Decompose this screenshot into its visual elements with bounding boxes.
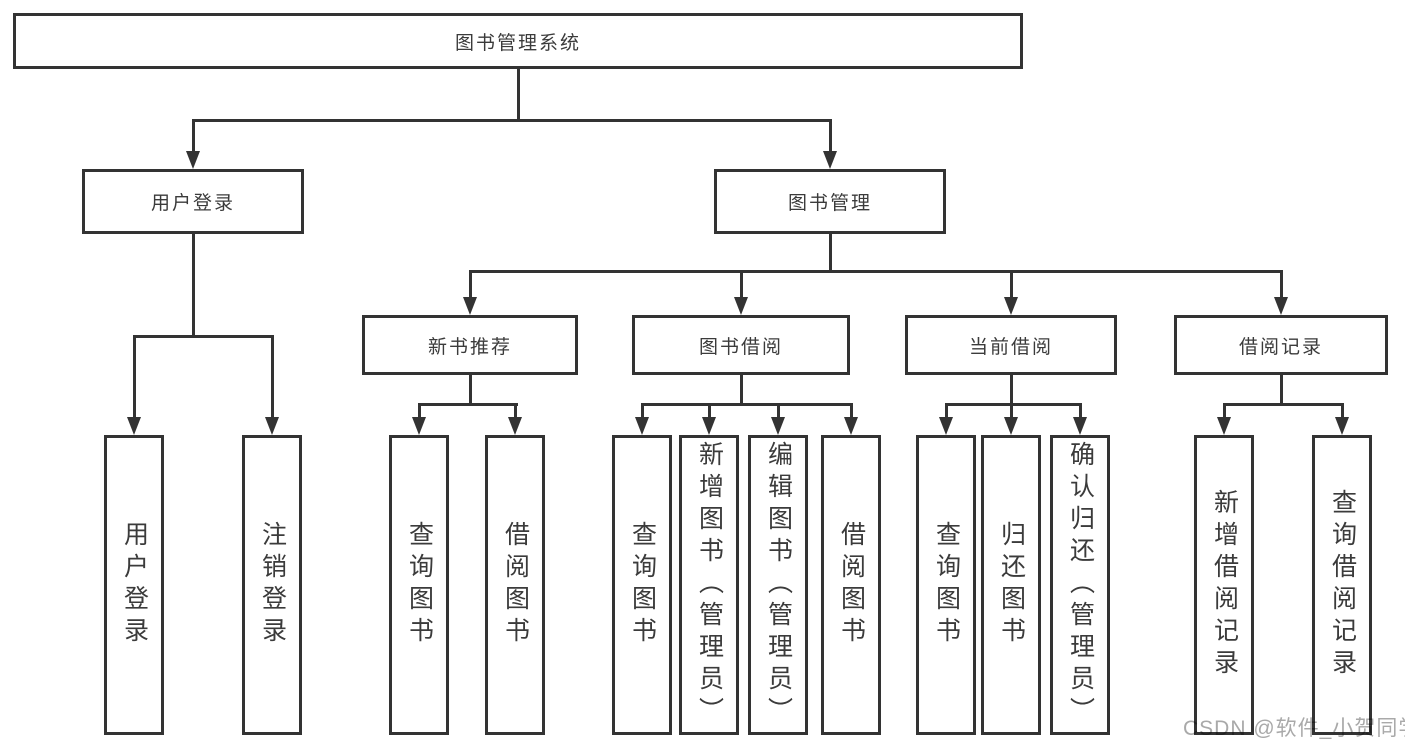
connector-g4-drop3 — [1078, 403, 1082, 419]
arrow-down-icon — [1274, 297, 1288, 315]
node-label: 图书管理系统 — [454, 32, 581, 54]
arrow-down-icon — [463, 297, 477, 315]
arrow-down-icon — [635, 417, 649, 435]
connector-drop-user-login — [191, 119, 195, 153]
connector-g2-drop1 — [417, 403, 421, 419]
connector-g4-stem — [1009, 375, 1013, 406]
node-borrowing-records: 借阅记录 — [1174, 315, 1388, 375]
connector-g4-drop1 — [944, 403, 948, 419]
node-label: 图书管理 — [787, 193, 872, 214]
node-current-borrowing: 当前借阅 — [905, 315, 1117, 375]
leaf-label: 归还图书 — [997, 521, 1026, 649]
connector-userlogin-hline — [132, 335, 274, 338]
node-library-management-system: 图书管理系统 — [13, 13, 1023, 69]
leaf-label: 新增借阅记录 — [1210, 489, 1239, 681]
leaf-query-books-borrow: 查询图书 — [612, 435, 672, 735]
connector-root-stem — [516, 69, 520, 122]
arrow-down-icon — [1335, 417, 1349, 435]
connector-level1-hline — [191, 119, 832, 122]
connector-g2-hline — [417, 403, 518, 406]
leaf-add-books-admin: 新增图书（管理员） — [679, 435, 739, 735]
connector-userlogin-stem — [191, 234, 195, 335]
arrow-down-icon — [734, 297, 748, 315]
node-label: 借阅记录 — [1238, 336, 1323, 358]
node-label: 当前借阅 — [968, 336, 1053, 358]
connector-g5-drop2 — [1340, 403, 1344, 419]
arrow-down-icon — [1217, 417, 1231, 435]
arrow-down-icon — [771, 417, 785, 435]
connector-bookmgmt-stem — [828, 234, 832, 273]
leaf-label: 注销登录 — [258, 521, 287, 649]
arrow-down-icon — [1073, 417, 1087, 435]
connector-g3-stem — [739, 375, 743, 406]
leaf-label: 查询图书 — [405, 521, 434, 649]
leaf-user-login: 用户登录 — [104, 435, 164, 735]
leaf-label: 查询借阅记录 — [1328, 489, 1357, 681]
connector-drop-current-borrow — [1009, 270, 1013, 301]
arrow-down-icon — [844, 417, 858, 435]
leaf-label: 借阅图书 — [837, 521, 866, 649]
arrow-down-icon — [939, 417, 953, 435]
node-new-book-recommendation: 新书推荐 — [362, 315, 578, 375]
connector-drop-logout-leaf — [270, 335, 274, 419]
node-label: 新书推荐 — [427, 336, 512, 358]
leaf-return-books: 归还图书 — [981, 435, 1041, 735]
arrow-down-icon — [702, 417, 716, 435]
leaf-label: 用户登录 — [120, 521, 149, 649]
arrow-down-icon — [823, 151, 837, 169]
connector-g5-hline — [1222, 403, 1344, 406]
leaf-label: 确认归还（管理员） — [1066, 441, 1095, 729]
leaf-logout: 注销登录 — [242, 435, 302, 735]
node-label: 用户登录 — [150, 193, 235, 214]
leaf-borrow-books: 借阅图书 — [821, 435, 881, 735]
connector-drop-book-management — [828, 119, 832, 153]
connector-g3-hline — [640, 403, 853, 406]
node-book-management: 图书管理 — [714, 169, 946, 234]
leaf-edit-books-admin: 编辑图书（管理员） — [748, 435, 808, 735]
arrow-down-icon — [508, 417, 522, 435]
connector-g2-drop2 — [513, 403, 517, 419]
leaf-label: 新增图书（管理员） — [695, 441, 724, 729]
connector-g5-stem — [1279, 375, 1283, 406]
leaf-label: 借阅图书 — [501, 521, 530, 649]
connector-g5-drop1 — [1222, 403, 1226, 419]
arrow-down-icon — [1004, 417, 1018, 435]
leaf-borrow-books-recommend: 借阅图书 — [485, 435, 545, 735]
connector-drop-book-borrow — [739, 270, 743, 301]
connector-g3-drop1 — [640, 403, 644, 419]
arrow-down-icon — [412, 417, 426, 435]
node-user-login: 用户登录 — [82, 169, 304, 234]
connector-drop-new-book — [468, 270, 472, 301]
leaf-confirm-return-admin: 确认归还（管理员） — [1050, 435, 1110, 735]
connector-drop-borrow-records — [1279, 270, 1283, 301]
connector-g2-stem — [468, 375, 472, 406]
leaf-label: 编辑图书（管理员） — [764, 441, 793, 729]
leaf-add-borrow-record: 新增借阅记录 — [1194, 435, 1254, 735]
connector-drop-login-leaf — [132, 335, 136, 419]
arrow-down-icon — [186, 151, 200, 169]
csdn-watermark: CSDN @软件_小贺同学 — [1183, 717, 1405, 740]
connector-g4-drop2 — [1009, 403, 1013, 419]
connector-g3-drop3 — [776, 403, 780, 419]
leaf-query-books-recommend: 查询图书 — [389, 435, 449, 735]
connector-g3-drop2 — [707, 403, 711, 419]
leaf-query-books-current: 查询图书 — [916, 435, 976, 735]
connector-g3-drop4 — [849, 403, 853, 419]
leaf-query-borrow-record: 查询借阅记录 — [1312, 435, 1372, 735]
connector-level2-hline — [468, 270, 1283, 273]
node-label: 图书借阅 — [698, 336, 783, 358]
node-book-borrowing: 图书借阅 — [632, 315, 850, 375]
arrow-down-icon — [127, 417, 141, 435]
connector-g4-hline — [944, 403, 1082, 406]
leaf-label: 查询图书 — [628, 521, 657, 649]
leaf-label: 查询图书 — [932, 521, 961, 649]
arrow-down-icon — [265, 417, 279, 435]
arrow-down-icon — [1004, 297, 1018, 315]
